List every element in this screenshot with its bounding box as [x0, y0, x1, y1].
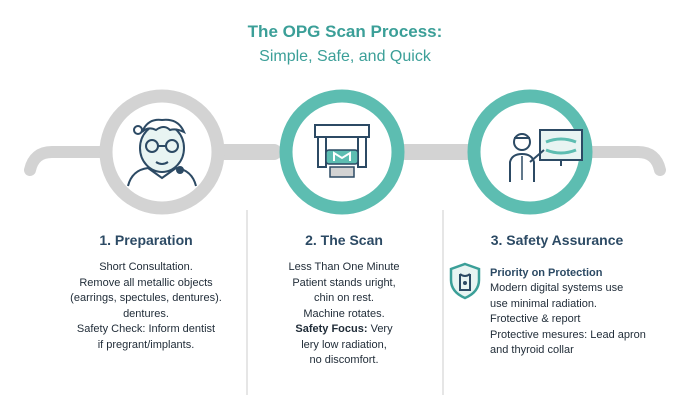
step-3-line: Modern digital systems use	[490, 282, 624, 294]
connector-right-end	[574, 146, 666, 176]
divider-1	[246, 210, 248, 395]
connector-1-2	[210, 144, 282, 160]
step-1-line: dentures.	[123, 307, 169, 320]
patient-icon	[127, 118, 197, 187]
step-2-line: lery low radiation,	[301, 338, 387, 351]
connector-2-3	[392, 144, 480, 160]
page-title: The OPG Scan Process:	[247, 22, 443, 41]
opg-machine-icon	[314, 124, 370, 178]
step-1-line: if pregrant/implants.	[97, 338, 195, 351]
priority-title: Priority on Protection	[490, 267, 603, 279]
step-safety-assurance: 3. Safety Assurance	[442, 232, 672, 260]
priority-block: Priority on Protection Modern digital sy…	[490, 265, 685, 359]
step-3-line: Protective mesures: Lead apron	[490, 328, 646, 341]
dentist-monitor-icon	[509, 129, 583, 182]
step-3-title: 3. Safety Assurance	[490, 232, 624, 248]
step-2-line: Less Than One Minute	[288, 261, 400, 273]
shield-icon	[449, 262, 481, 300]
step-2-title: 2. The Scan	[305, 232, 383, 248]
step-2-line: Machine rotates.	[303, 307, 385, 320]
step-2-line: no discomfort.	[309, 354, 379, 366]
step-3-line: and thyroid collar	[490, 344, 574, 356]
step-scan: 2. The Scan Less Than One Minute Patient…	[234, 232, 454, 369]
step-1-line: Remove all metallic objects	[79, 276, 213, 289]
step-1-line: Short Consultation.	[99, 261, 193, 273]
step-1-title: 1. Preparation	[99, 232, 193, 248]
step-2-line: chin on rest.	[314, 292, 374, 304]
safety-focus-label: Safety Focus:	[295, 323, 368, 335]
page-subtitle: Simple, Safe, and Quick	[259, 48, 431, 65]
safety-focus-line: Safety Focus: Very	[234, 322, 454, 338]
step-3-line: Frotective & report	[490, 313, 581, 325]
step-1-line: Safety Check: Inform dentist	[76, 323, 216, 335]
divider-2	[442, 210, 444, 395]
step-1-line: (earrings, spectules, dentures).	[70, 292, 222, 304]
connector-left-end	[24, 146, 118, 176]
step-3-line: use minimal radiation.	[490, 297, 597, 310]
step-preparation: 1. Preparation Short Consultation. Remov…	[36, 232, 256, 353]
step-3-ring	[467, 89, 593, 215]
safety-focus-text: Very	[367, 323, 393, 335]
step-2-line: Patient stands uright,	[292, 276, 396, 289]
